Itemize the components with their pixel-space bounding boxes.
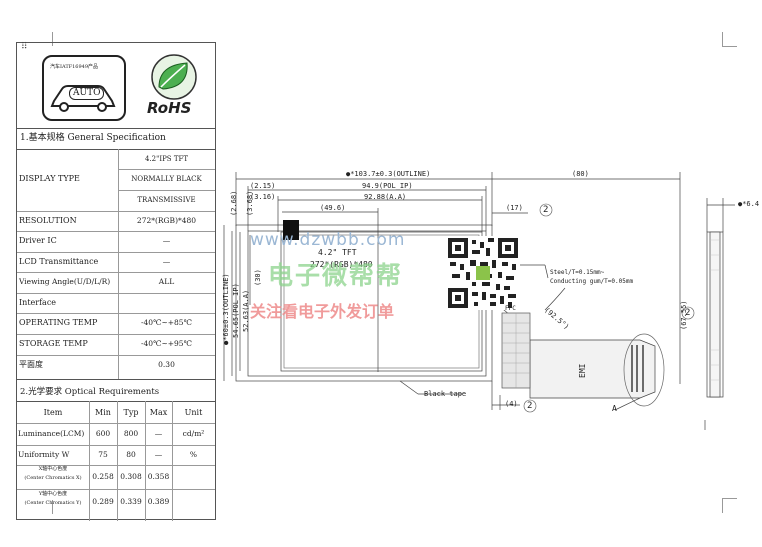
- watermark-slogan: 关注看电子外发订单: [250, 302, 395, 321]
- chroma-x-typ: 0.308: [120, 472, 142, 481]
- lcd-transmittance-value: —: [162, 257, 171, 266]
- chroma-x-max: 0.358: [147, 472, 170, 481]
- dim-outline-width: ●*103.7±0.3(OUTLINE): [346, 170, 431, 178]
- interface-label: Interface: [19, 298, 57, 307]
- section-a-label: A: [612, 404, 617, 413]
- flatness-label: 平面度: [19, 360, 43, 369]
- black-tape-label: Black tape: [424, 390, 467, 398]
- col-item: Item: [43, 408, 63, 417]
- watermark-url: www.dzwbb.com: [250, 230, 406, 250]
- chroma-x-item-en: (Center Chromatics X): [24, 475, 82, 481]
- rohs-label: RoHS: [147, 99, 192, 117]
- revision-mark-1: 2: [543, 205, 549, 215]
- panel-resolution-label: 272*(RGB)*480: [310, 260, 373, 269]
- chroma-y-item-en: (Center Chromatics Y): [24, 500, 82, 506]
- watermark-name: 电子微帮帮: [268, 261, 404, 290]
- dim-thickness: ●*6.4: [738, 200, 760, 208]
- luminance-min: 600: [95, 429, 111, 438]
- leaf-icon: [151, 54, 197, 100]
- panel-size-label: 4.2" TFT: [318, 248, 357, 257]
- flatness-value: 0.30: [158, 360, 175, 369]
- col-min: Min: [95, 408, 111, 417]
- viewing-angle-label: Viewing Angle(U/D/L/R): [19, 277, 111, 286]
- driver-ic-label: Driver IC: [19, 236, 57, 245]
- auto-label: AUTO: [69, 87, 105, 100]
- steel-note: Steel/T=0.15mm~: [550, 269, 605, 276]
- rohs-logo: RoHS: [145, 53, 203, 119]
- auto-caption: 汽车IATF16949产品: [50, 64, 99, 70]
- col-max: Max: [149, 408, 168, 417]
- crop-mark-bottom-right: [722, 498, 737, 513]
- uniformity-min: 75: [98, 450, 108, 459]
- col-unit: Unit: [184, 408, 203, 417]
- dim-17: (17): [506, 204, 523, 212]
- dim-outline-height: ●*60±0.3(OUTLINE): [222, 273, 230, 345]
- chroma-y-typ: 0.339: [120, 497, 142, 506]
- lcd-transmittance-label: LCD Transmittance: [19, 257, 99, 266]
- operating-temp-label: OPERATING TEMP: [19, 318, 98, 327]
- display-type-label: DISPLAY TYPE: [19, 174, 80, 183]
- chroma-y-max: 0.389: [147, 497, 170, 506]
- logo-row: ⠿ 汽车IATF16949产品 AUTO RoHS: [17, 43, 215, 129]
- display-type-value-3: TRANSMISSIVE: [137, 196, 196, 204]
- resolution-label: RESOLUTION: [19, 216, 77, 225]
- uniformity-typ: 80: [126, 450, 136, 459]
- display-type-value-2: NORMALLY BLACK: [131, 175, 202, 183]
- qr-code-icon: [446, 236, 520, 310]
- uniformity-item: Uniformity W: [18, 450, 70, 459]
- dim-30: (30): [254, 269, 262, 286]
- revision-mark-2: 2: [685, 308, 691, 318]
- crop-mark-bottom-left: [38, 500, 53, 514]
- dim-pol-width: 94.9(POL_IP): [362, 182, 413, 190]
- dim-pol-height: 54.65(POL_IP): [232, 283, 240, 338]
- dim-2-15: (2.15): [250, 182, 276, 190]
- storage-temp-value: -40℃~+95℃: [141, 339, 192, 348]
- storage-temp-label: STORAGE TEMP: [19, 339, 88, 348]
- operating-temp-value: -40℃~+85℃: [141, 318, 192, 327]
- uniformity-max: —: [154, 450, 163, 459]
- car-icon: [50, 85, 116, 112]
- fpc-label: FPC: [505, 305, 516, 312]
- bend-angle: (92.5°): [542, 306, 571, 332]
- conducting-gum-note: Conducting gum/T=0.05mm: [550, 278, 634, 285]
- dim-aa-height: 52.63(A.A): [242, 289, 250, 332]
- auto-logo: 汽车IATF16949产品 AUTO: [42, 55, 126, 121]
- drag-dots-icon: ⠿: [21, 42, 29, 52]
- dim-2-68: (2.68): [230, 190, 238, 216]
- resolution-value: 272*(RGB)*480: [136, 216, 197, 225]
- dim-4: (4): [505, 400, 518, 408]
- luminance-item: Luminance(LCM): [18, 429, 85, 438]
- dim-80: (80): [572, 170, 589, 178]
- dim-aa-width: 92.88(A.A): [364, 193, 407, 201]
- optical-title: 2.光学要求 Optical Requirements: [20, 387, 160, 397]
- luminance-typ: 800: [123, 429, 139, 438]
- chroma-x-min: 0.258: [92, 472, 114, 481]
- uniformity-unit: %: [189, 450, 198, 459]
- chroma-y-min: 0.289: [92, 497, 114, 506]
- spec-table: ⠿ 汽车IATF16949产品 AUTO RoHS 1.基本规格 General…: [16, 42, 216, 521]
- chroma-x-item: X轴中心色度: [38, 466, 68, 472]
- viewing-angle-value: ALL: [158, 277, 175, 286]
- luminance-unit: cd/m²: [182, 429, 205, 438]
- crop-mark-top-left: [38, 32, 53, 46]
- chroma-y-item: Y轴中心色度: [38, 491, 68, 497]
- col-typ: Typ: [123, 408, 139, 417]
- dim-3-68: (3.68): [246, 190, 254, 216]
- general-spec-title: 1.基本规格 General Specification: [20, 133, 166, 143]
- crop-mark-top-right: [722, 32, 737, 47]
- fpc-connector: [501, 312, 531, 389]
- driver-ic-value: —: [162, 236, 171, 245]
- revision-mark-3: 2: [527, 401, 533, 411]
- dim-3-16: (3.16): [250, 193, 276, 201]
- luminance-max: —: [154, 429, 163, 438]
- dim-49-6: (49.6): [320, 204, 346, 212]
- emi-label: EMI: [578, 363, 587, 378]
- display-type-value-1: 4.2"IPS TFT: [144, 155, 189, 163]
